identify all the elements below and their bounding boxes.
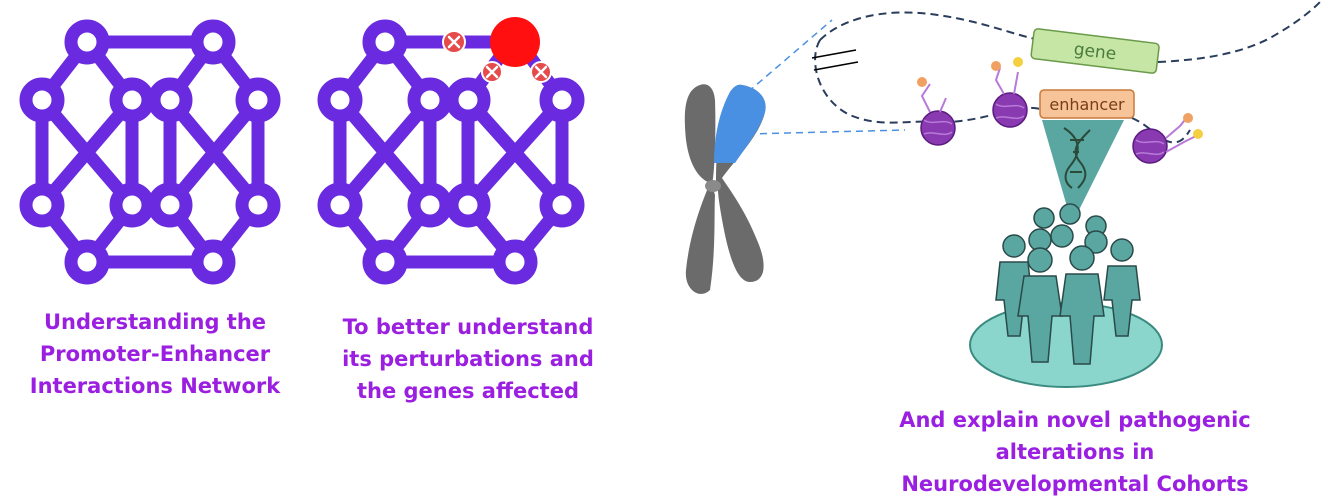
- nucleosome-icon: [991, 57, 1028, 128]
- network-node: [407, 182, 453, 228]
- network-node: [19, 182, 65, 228]
- chromosome-icon: [684, 84, 766, 294]
- caption-line: Understanding the: [43, 310, 267, 334]
- network-node: [147, 182, 193, 228]
- network-node: [109, 182, 155, 228]
- gene-box: gene: [1030, 28, 1160, 74]
- network-node: [64, 239, 110, 285]
- network-node: [362, 239, 408, 285]
- network-node: [539, 77, 585, 123]
- nucleosome-icon: [1132, 113, 1203, 164]
- network-node: [317, 77, 363, 123]
- zoom-line: [747, 129, 906, 135]
- dna-strand: [819, 11, 1041, 41]
- enhancer-spotlight: [1042, 120, 1124, 224]
- network-node: [19, 77, 65, 123]
- network-node: [539, 182, 585, 228]
- enhancer-label: enhancer: [1049, 95, 1125, 114]
- network-node: [492, 239, 538, 285]
- enhancer-box: enhancer: [1039, 89, 1135, 119]
- network-node: [109, 77, 155, 123]
- network-node: [235, 182, 281, 228]
- network-caption: Understanding the Promoter-Enhancer Inte…: [10, 306, 300, 402]
- zoom-line: [747, 19, 833, 93]
- nucleosome-icon: [917, 77, 956, 146]
- dna-strand: [1131, 117, 1191, 144]
- dna-helix-icon: [1063, 127, 1091, 189]
- caption-line: Neurodevelopmental Cohorts: [901, 472, 1249, 496]
- cut-mark-icon: [530, 61, 552, 83]
- network-node: [317, 182, 363, 228]
- caption-line: To better understand: [342, 315, 594, 339]
- network-node: [64, 19, 110, 65]
- network-edge: [35, 93, 139, 212]
- cut-mark-icon: [442, 30, 466, 54]
- chromosome-highlight: [714, 84, 766, 163]
- network-edge: [333, 93, 437, 212]
- network-node: [362, 19, 408, 65]
- break-mark: [813, 61, 859, 71]
- cut-mark-icon: [481, 61, 503, 83]
- caption-line: alterations in: [995, 440, 1155, 464]
- perturbation-caption: To better understand its perturbations a…: [318, 311, 618, 407]
- network-node: [235, 77, 281, 123]
- network-node: [147, 77, 193, 123]
- network-node: [407, 77, 453, 123]
- perturbed-network: [317, 19, 585, 285]
- cohort-caption: And explain novel pathogenic alterations…: [880, 404, 1270, 500]
- caption-line: its perturbations and: [342, 347, 594, 371]
- promoter-enhancer-network: [19, 19, 281, 285]
- perturbed-node: [490, 17, 540, 67]
- network-node: [445, 77, 491, 123]
- network-edge: [461, 93, 569, 212]
- people-cohort-icon: [995, 203, 1141, 365]
- caption-line: And explain novel pathogenic: [899, 408, 1251, 432]
- network-node: [445, 182, 491, 228]
- dna-strand: [1157, 1, 1321, 63]
- caption-line: Interactions Network: [29, 374, 281, 398]
- network-node: [190, 239, 236, 285]
- network-edge: [163, 93, 265, 212]
- network-node: [190, 19, 236, 65]
- caption-line: the genes affected: [356, 379, 579, 403]
- caption-line: Promoter-Enhancer: [39, 342, 271, 366]
- break-mark: [811, 49, 857, 59]
